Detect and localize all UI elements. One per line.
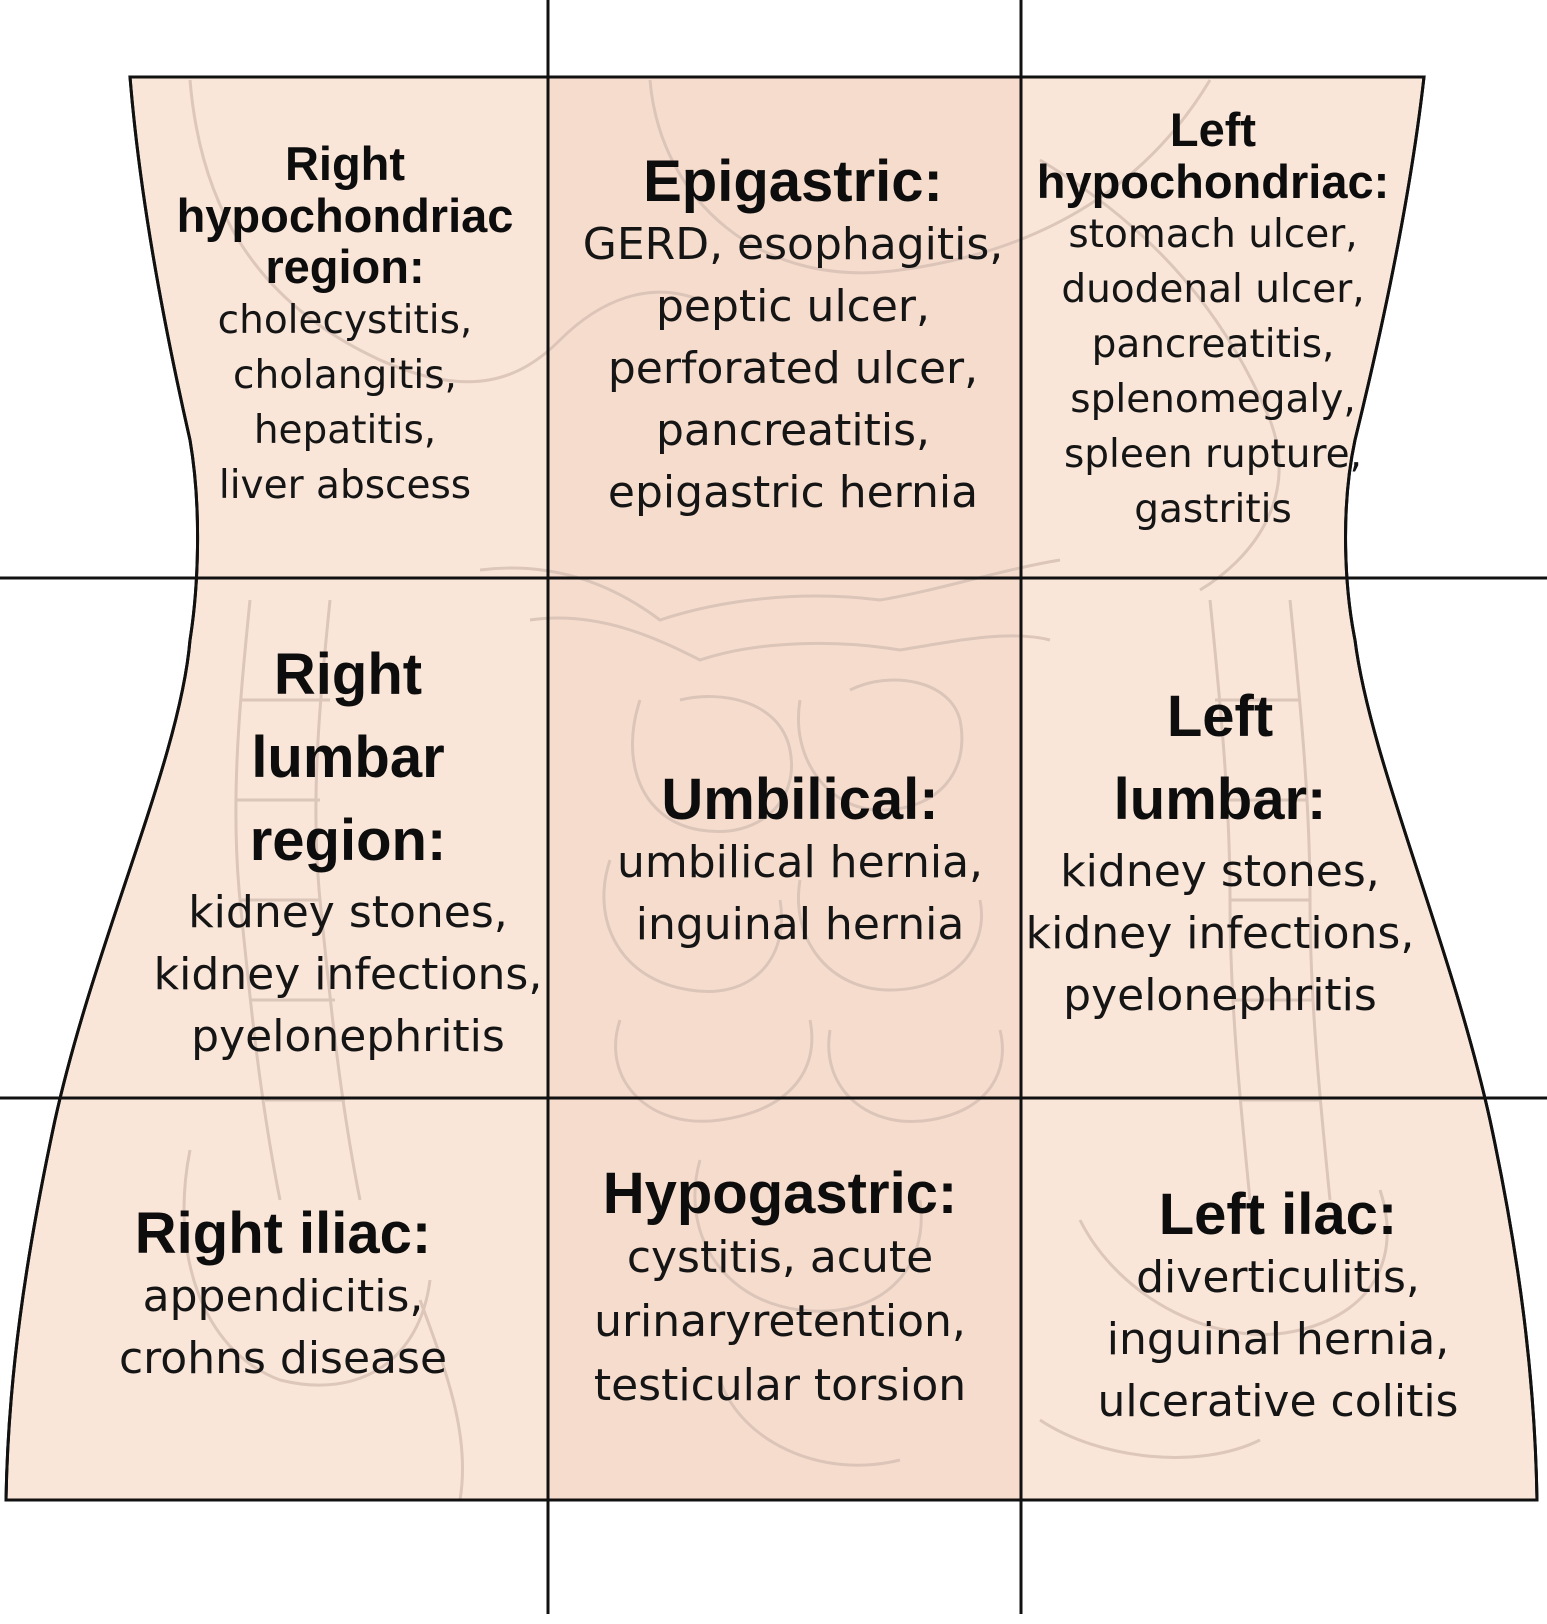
region-right-lumbar: Right lumbar region: kidney stones, kidn… [154, 633, 543, 1068]
condition-item: hepatitis, [253, 408, 437, 454]
torso-outline-stroke [4, 75, 1539, 1502]
title-line: Left [1166, 684, 1274, 749]
condition-item: ulcerative colitis [1097, 1375, 1459, 1427]
condition-item: kidney infections, [153, 949, 543, 1000]
region-left-lumbar: Left lumbar: kidney stones, kidney infec… [1026, 675, 1415, 1027]
condition-item: liver abscess [218, 463, 472, 509]
title-line: lumbar: [1113, 767, 1327, 832]
condition-item: pancreatitis, [1091, 322, 1335, 368]
title-line: region: [265, 240, 425, 294]
intestine-illustration [182, 79, 1389, 1501]
condition-item: cystitis, acute [626, 1231, 934, 1283]
condition-item: GERD, esophagitis, [582, 218, 1004, 270]
condition-item: kidney stones, [188, 887, 508, 938]
condition-item: stomach ulcer, [1068, 212, 1358, 258]
condition-item: inguinal hernia, [1106, 1313, 1450, 1365]
condition-item: perforated ulcer, [607, 342, 979, 394]
condition-item: crohns disease [118, 1332, 448, 1384]
region-title: Right iliac: [119, 1202, 447, 1266]
region-title: Right lumbar region: [154, 633, 543, 882]
condition-list: GERD, esophagitis, peptic ulcer, perfora… [583, 214, 1004, 524]
title-line: lumbar [251, 725, 445, 790]
region-epigastric: Epigastric: GERD, esophagitis, peptic ul… [583, 150, 1004, 524]
condition-list: diverticulitis, inguinal hernia, ulcerat… [1098, 1247, 1459, 1433]
condition-item: testicular torsion [593, 1359, 967, 1411]
title-line: Right [273, 642, 423, 707]
condition-item: duodenal ulcer, [1061, 267, 1365, 313]
region-title: Epigastric: [583, 150, 1004, 214]
region-left-hypochondriac: Left hypochondriac: stomach ulcer, duode… [1037, 104, 1390, 537]
region-umbilical: Umbilical: umbilical hernia, inguinal he… [617, 768, 983, 956]
region-title: Right hypochondriac region: [177, 138, 514, 293]
condition-list: umbilical hernia, inguinal hernia [617, 832, 983, 956]
region-title: Left ilac: [1098, 1183, 1459, 1247]
title-line: Umbilical: [661, 767, 939, 832]
title-line: hypochondriac: [1036, 154, 1390, 208]
condition-item: gastritis [1134, 487, 1292, 533]
region-hypogastric: Hypogastric: cystitis, acute urinaryrete… [594, 1162, 966, 1418]
region-title: Left lumbar: [1026, 675, 1415, 841]
condition-item: diverticulitis, [1136, 1251, 1420, 1303]
condition-item: cholangitis, [233, 353, 457, 399]
title-line: region: [249, 808, 447, 873]
condition-item: splenomegaly, [1070, 377, 1356, 423]
title-line: Right iliac: [134, 1201, 432, 1266]
title-line: Left [1169, 103, 1257, 156]
condition-item: pancreatitis, [656, 404, 930, 456]
title-line: Hypogastric: [602, 1161, 958, 1226]
condition-item: inguinal hernia [635, 898, 965, 950]
title-line: Right [284, 137, 406, 190]
title-line: Epigastric: [643, 149, 943, 214]
condition-list: cholecystitis, cholangitis, hepatitis, l… [177, 293, 514, 513]
condition-item: kidney stones, [1060, 846, 1380, 897]
condition-list: kidney stones, kidney infections, pyelon… [1026, 841, 1415, 1027]
region-right-iliac: Right iliac: appendicitis, crohns diseas… [119, 1202, 447, 1390]
condition-item: umbilical hernia, [616, 836, 984, 888]
condition-list: kidney stones, kidney infections, pyelon… [154, 882, 543, 1068]
title-line: hypochondriac [176, 188, 514, 242]
condition-item: cholecystitis, [217, 298, 473, 344]
condition-list: cystitis, acute urinaryretention, testic… [594, 1226, 966, 1418]
condition-item: pyelonephritis [191, 1011, 505, 1062]
region-right-hypochondriac: Right hypochondriac region: cholecystiti… [177, 138, 514, 513]
title-line: Left ilac: [1158, 1182, 1398, 1247]
condition-item: appendicitis, [142, 1270, 424, 1322]
condition-item: peptic ulcer, [655, 280, 931, 332]
region-left-iliac: Left ilac: diverticulitis, inguinal hern… [1098, 1183, 1459, 1433]
region-title: Left hypochondriac: [1037, 104, 1390, 207]
condition-item: urinaryretention, [594, 1295, 966, 1347]
condition-item: spleen rupture, [1063, 432, 1363, 478]
condition-item: kidney infections, [1025, 908, 1415, 959]
condition-list: stomach ulcer, duodenal ulcer, pancreati… [1037, 207, 1390, 537]
condition-item: pyelonephritis [1063, 970, 1377, 1021]
condition-list: appendicitis, crohns disease [119, 1266, 447, 1390]
region-title: Hypogastric: [594, 1162, 966, 1226]
region-title: Umbilical: [617, 768, 983, 832]
condition-item: epigastric hernia [607, 466, 979, 518]
